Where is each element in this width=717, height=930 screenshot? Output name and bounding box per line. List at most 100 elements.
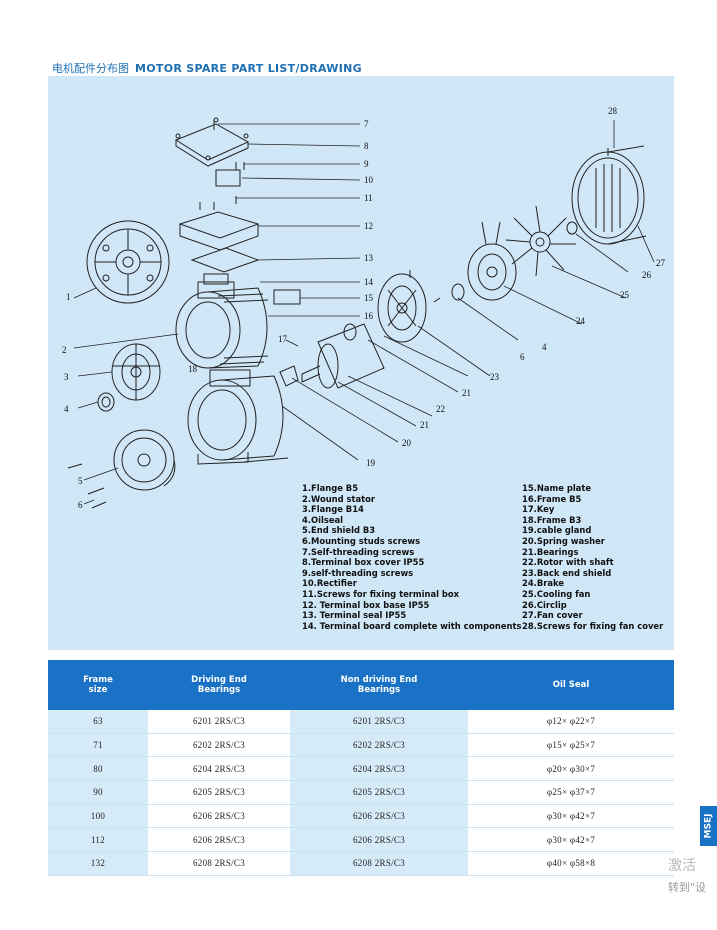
cell-frame-size: 90	[48, 780, 148, 805]
callout-10: 10	[364, 175, 374, 185]
cell-non-driving-end: 6206 2RS/C3	[290, 804, 468, 829]
cell-oil-seal: φ25× φ37×7	[468, 780, 674, 805]
cell-non-driving-end: 6204 2RS/C3	[290, 756, 468, 782]
side-tab-label: MSEJ	[703, 813, 714, 839]
cell-non-driving-end: 6205 2RS/C3	[290, 780, 468, 805]
table-row: 132 6208 2RS/C3 6208 2RS/C3 φ40× φ58×8	[48, 851, 674, 876]
cell-oil-seal: φ30× φ42×7	[468, 827, 674, 853]
callout-4: 4	[64, 404, 69, 414]
cell-frame-size: 100	[48, 804, 148, 829]
table-row: 71 6202 2RS/C3 6202 2RS/C3 φ15× φ25×7	[48, 733, 674, 758]
legend-item: 16.Frame B5	[522, 493, 582, 504]
legend-item: 23.Back end shield	[522, 567, 612, 578]
motor-drawing: 1 2 3 4 5 6 7 8 9 10 11 12 13 14 15 16 1…	[62, 106, 666, 510]
legend-item: 6.Mounting studs screws	[302, 535, 421, 546]
cell-driving-end: 6206 2RS/C3	[148, 827, 290, 853]
callout-28: 28	[608, 106, 618, 116]
callout-19: 19	[366, 458, 376, 468]
legend-item: 13. Terminal seal IP55	[302, 610, 407, 621]
legend-item: 1.Flange B5	[302, 483, 359, 493]
legend-item: 3.Flange B14	[302, 504, 364, 515]
callout-24: 24	[576, 316, 586, 326]
cell-driving-end: 6202 2RS/C3	[148, 733, 290, 758]
side-section-tab: MSEJ	[700, 806, 717, 846]
legend-item: 15.Name plate	[522, 483, 592, 493]
callout-18: 18	[188, 364, 198, 374]
callout-5: 5	[78, 476, 83, 486]
legend-item: 26.Circlip	[522, 599, 567, 610]
table-row: 80 6204 2RS/C3 6204 2RS/C3 φ20× φ30×7	[48, 756, 674, 782]
cell-driving-end: 6206 2RS/C3	[148, 804, 290, 829]
cell-non-driving-end: 6202 2RS/C3	[290, 733, 468, 758]
cell-non-driving-end: 6208 2RS/C3	[290, 851, 468, 876]
legend-item: 18.Frame B3	[522, 514, 582, 525]
table-row: 90 6205 2RS/C3 6205 2RS/C3 φ25× φ37×7	[48, 780, 674, 805]
table-row: 112 6206 2RS/C3 6206 2RS/C3 φ30× φ42×7	[48, 827, 674, 853]
legend-item: 7.Self-threading screws	[302, 546, 415, 557]
cell-frame-size: 80	[48, 756, 148, 782]
callout-15: 15	[364, 293, 374, 303]
table-row: 63 6201 2RS/C3 6201 2RS/C3 φ12× φ22×7	[48, 710, 674, 734]
legend-item: 11.Screws for fixing terminal box	[302, 588, 460, 599]
cell-frame-size: 112	[48, 827, 148, 853]
watermark-line-2: 转到"设	[668, 881, 707, 894]
rectifier-part	[215, 169, 241, 187]
legend-right-column: 15.Name plate 16.Frame B5 17.Key 18.Fram…	[522, 483, 663, 631]
cell-frame-size: 132	[48, 851, 148, 876]
callout-25: 25	[620, 290, 630, 300]
cell-oil-seal: φ12× φ22×7	[468, 710, 674, 734]
fan-cover-part	[571, 145, 647, 245]
legend-item: 12. Terminal box base IP55	[302, 599, 430, 610]
cell-non-driving-end: 6201 2RS/C3	[290, 710, 468, 734]
brake-part	[467, 221, 517, 301]
legend-item: 10.Rectifier	[302, 578, 357, 589]
spring-washer-part	[279, 365, 299, 387]
callout-20: 20	[402, 438, 412, 448]
legend-item: 25.Cooling fan	[522, 588, 591, 599]
legend-item: 28.Screws for fixing fan cover	[522, 620, 664, 631]
legend-item: 22.Rotor with shaft	[522, 557, 614, 568]
cooling-fan-part	[505, 205, 576, 277]
legend-item: 4.Oilseal	[302, 514, 344, 525]
callout-12: 12	[364, 221, 373, 231]
cell-driving-end: 6205 2RS/C3	[148, 780, 290, 805]
callout-22: 22	[436, 404, 445, 414]
callout-3: 3	[64, 372, 69, 382]
legend-item: 27.Fan cover	[522, 610, 583, 621]
callout-21a: 21	[420, 420, 429, 430]
cell-frame-size: 63	[48, 710, 148, 734]
rotor-part	[301, 323, 385, 389]
callout-7: 7	[364, 119, 369, 129]
exploded-motor-diagram: 1 2 3 4 5 6 7 8 9 10 11 12 13 14 15 16 1…	[48, 76, 674, 650]
watermark-line-1: 激活	[668, 858, 696, 874]
callout-6: 6	[78, 500, 83, 510]
legend-item: 24.Brake	[522, 578, 565, 589]
cell-non-driving-end: 6206 2RS/C3	[290, 827, 468, 853]
legend-item: 20.Spring washer	[522, 535, 605, 546]
terminal-box-base-part	[178, 211, 260, 251]
header-oil-seal: Oil Seal	[468, 660, 674, 710]
legend-left-column: 1.Flange B5 2.Wound stator 3.Flange B14 …	[302, 483, 521, 631]
callout-27: 27	[656, 258, 666, 268]
end-shield-b3-part	[113, 429, 176, 491]
back-end-shield-part	[377, 273, 427, 343]
terminal-seal-part	[190, 247, 260, 273]
legend-item: 17.Key	[522, 504, 555, 515]
frame-b3-part	[187, 369, 289, 465]
callout-13: 13	[364, 253, 374, 263]
cell-driving-end: 6208 2RS/C3	[148, 851, 290, 876]
wound-stator-part	[175, 273, 269, 369]
title-english: MOTOR SPARE PART LIST/DRAWING	[135, 62, 362, 75]
legend-item: 21.Bearings	[522, 546, 579, 557]
terminal-box-cover-part	[174, 117, 250, 167]
callout-14: 14	[364, 277, 374, 287]
cell-oil-seal: φ40× φ58×8	[468, 851, 674, 876]
legend-item: 5.End shield B3	[302, 525, 376, 536]
callout-2: 2	[62, 345, 67, 355]
callout-26: 26	[642, 270, 652, 280]
circlip-part	[566, 221, 578, 235]
